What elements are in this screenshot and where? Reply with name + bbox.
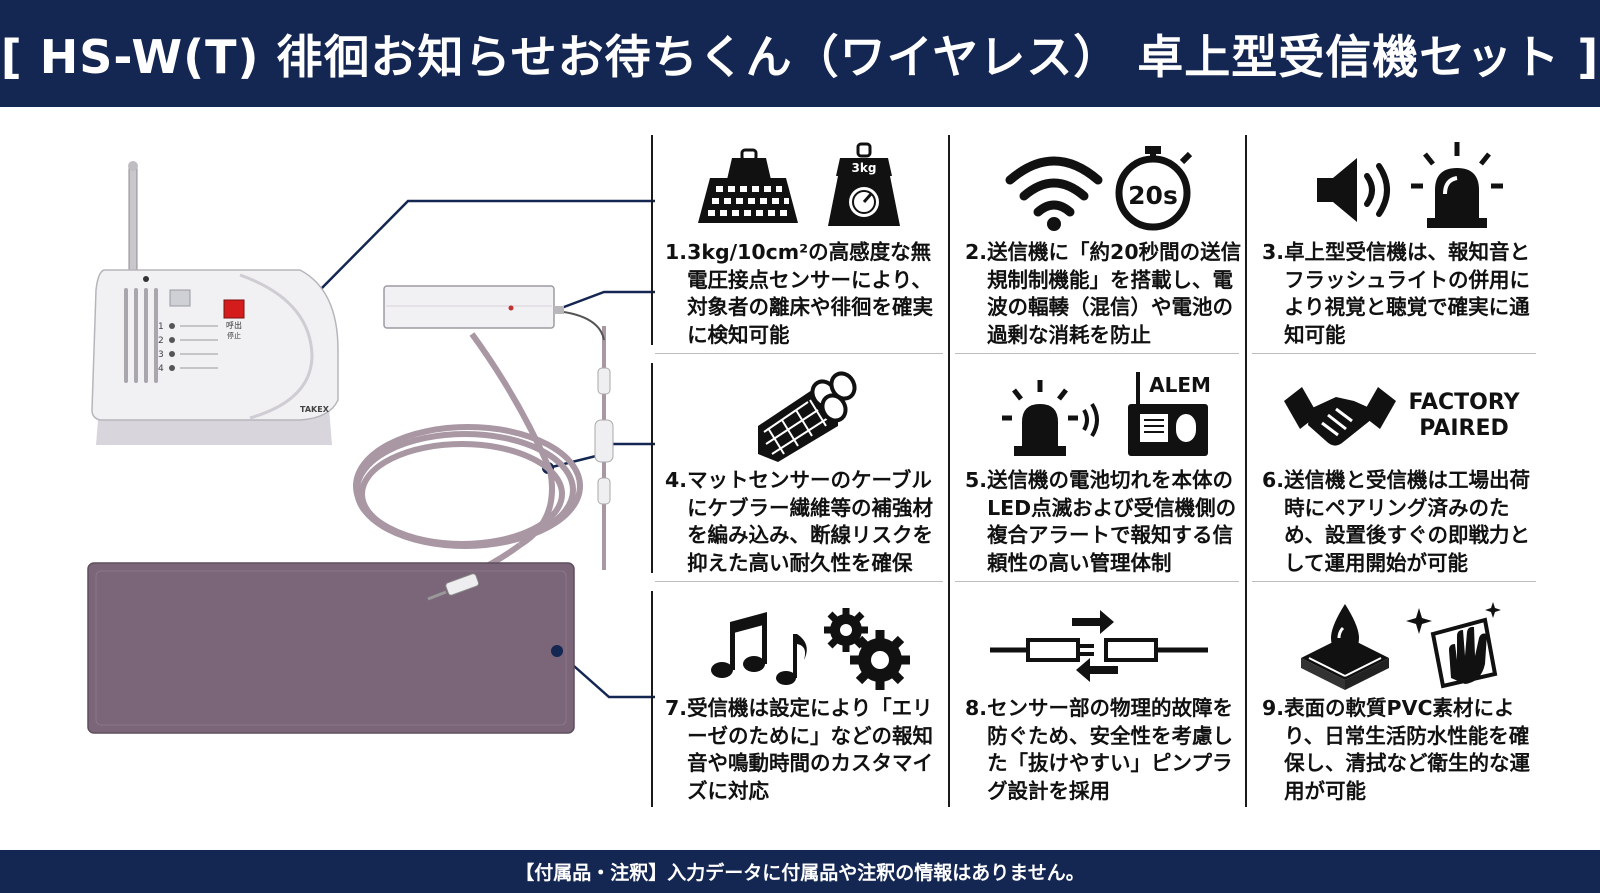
footer-banner: 【付属品・注釈】入力データに付属品や注釈の情報はありません。 <box>0 850 1600 893</box>
feature-number: 6. <box>1262 468 1285 492</box>
feature-text: 受信機は設定により「エリーゼのために」などの報知音や鳴動時間のカスタマイズに対応 <box>687 696 934 803</box>
waterproof-layer-icon <box>1301 603 1389 690</box>
feature-text: センサー部の物理的故障を防ぐため、安全性を考慮した「抜けやすい」ピンプラグ設計を… <box>987 696 1234 803</box>
scale-icon: 3kg <box>828 142 900 226</box>
feature-number: 1. <box>665 240 688 264</box>
connector-cord <box>563 311 614 570</box>
svg-text:4: 4 <box>158 364 164 374</box>
music-notes-icon <box>711 611 807 685</box>
feature-number: 2. <box>965 240 988 264</box>
feature-text: 送信機の電池切れを本体のLED点滅および受信機側の複合アラートで報知する信頼性の… <box>987 468 1237 575</box>
desktop-receiver: 呼出 停止 1 2 3 4 TAKEX <box>91 161 339 445</box>
feature-number: 9. <box>1262 696 1285 720</box>
svg-text:呼出: 呼出 <box>226 320 242 330</box>
handshake-icon <box>1284 386 1397 446</box>
svg-text:TAKEX: TAKEX <box>300 405 330 414</box>
feature-number: 4. <box>665 468 688 492</box>
plug-disconnect-icon <box>990 609 1208 682</box>
siren-light-icon <box>1411 141 1503 228</box>
divider <box>955 581 1239 582</box>
feature-7: 7. 受信機は設定により「エリーゼのために」などの報知音や鳴動時間のカスタマイズ… <box>653 591 953 821</box>
feature-text: 卓上型受信機は、報知音とフラッシュライトの併用により視覚と聴覚で確実に通知可能 <box>1284 240 1531 347</box>
divider <box>948 135 950 807</box>
weight-on-mat-icon <box>698 148 798 223</box>
feature-1: 3kg 1. 3kg/10cm²の高感度な無電圧接点センサーにより、対象者の離床… <box>653 135 953 365</box>
svg-text:3: 3 <box>158 350 164 360</box>
divider <box>655 581 943 582</box>
stopwatch-icon: 20s <box>1115 145 1193 230</box>
feature-grid: 3kg 1. 3kg/10cm²の高感度な無電圧接点センサーにより、対象者の離床… <box>651 135 1575 825</box>
mat-sensor <box>87 562 575 734</box>
feature-number: 3. <box>1262 240 1285 264</box>
scale-label: 3kg <box>852 161 877 175</box>
feature-text: マットセンサーのケーブルにケブラー繊維等の補強材を編み込み、断線リスクを抑えた高… <box>687 468 934 575</box>
receiver-unit-icon: ALEM <box>1128 371 1211 456</box>
feature-text: 送信機と受信機は工場出荷時にペアリング済みのため、設置後すぐの即戦力として運用開… <box>1284 468 1531 575</box>
feature-4: 4. マットセンサーのケーブルにケブラー繊維等の補強材を編み込み、断線リスクを抑… <box>653 363 953 593</box>
divider <box>655 353 943 354</box>
feature-8: 8. センサー部の物理的故障を防ぐため、安全性を考慮した「抜けやすい」ピンプラグ… <box>953 591 1253 821</box>
braided-cable-icon <box>758 370 857 462</box>
speaker-icon <box>1317 157 1390 222</box>
divider <box>1252 581 1536 582</box>
divider <box>651 591 653 807</box>
title-banner: [ HS-W(T) 徘徊お知らせお待ちくん（ワイヤレス） 卓上型受信機セット ] <box>0 0 1600 107</box>
feature-text: 送信機に「約20秒間の送信規制制機能」を搭載し、電波の輻輳（混信）や電池の過剰な… <box>987 240 1242 347</box>
feature-number: 5. <box>965 468 988 492</box>
paired-label: PAIRED <box>1419 415 1509 441</box>
svg-text:1: 1 <box>158 322 164 332</box>
feature-9: 9. 表面の軟質PVC素材により、日常生活防水性能を確保し、清拭など衛生的な運用… <box>1250 591 1550 821</box>
feature-number: 7. <box>665 696 688 720</box>
divider <box>651 135 653 345</box>
receiver-label: ALEM <box>1149 373 1211 397</box>
alarm-light-icon <box>1002 379 1099 456</box>
feature-2: 20s 2. 送信機に「約20秒間の送信規制制機能」を搭載し、電波の輻輳（混信）… <box>953 135 1253 365</box>
feature-3: 3. 卓上型受信機は、報知音とフラッシュライトの併用により視覚と聴覚で確実に通知… <box>1250 135 1550 365</box>
footer-note: 【付属品・注釈】入力データに付属品や注釈の情報はありません。 <box>515 862 1085 884</box>
transmitter-box <box>383 285 564 329</box>
sensor-cable <box>353 332 583 595</box>
feature-text: 表面の軟質PVC素材により、日常生活防水性能を確保し、清拭など衛生的な運用が可能 <box>1284 696 1531 803</box>
product-photo: 呼出 停止 1 2 3 4 TAKEX <box>87 161 655 734</box>
divider <box>955 353 1239 354</box>
feature-6: FACTORY PAIRED 6. 送信機と受信機は工場出荷時にペアリング済みの… <box>1250 363 1550 593</box>
gears-icon <box>824 607 910 690</box>
pin-plug <box>427 573 480 601</box>
svg-text:停止: 停止 <box>227 331 241 340</box>
factory-label: FACTORY <box>1408 389 1520 415</box>
wifi-icon <box>1005 156 1103 216</box>
divider <box>1252 353 1536 354</box>
stopwatch-label: 20s <box>1128 181 1178 210</box>
wiping-hand-icon <box>1406 601 1501 688</box>
page-title: [ HS-W(T) 徘徊お知らせお待ちくん（ワイヤレス） 卓上型受信機セット ] <box>0 29 1600 84</box>
product-illustration: 呼出 停止 1 2 3 4 TAKEX <box>0 107 660 850</box>
feature-5: ALEM 5. 送信機の電池切れを本体のLED点滅および受信機側の複合アラートで… <box>953 363 1253 593</box>
feature-text: 3kg/10cm²の高感度な無電圧接点センサーにより、対象者の離床や徘徊を確実に… <box>687 240 934 347</box>
divider <box>1245 135 1247 807</box>
divider <box>651 363 653 573</box>
feature-number: 8. <box>965 696 988 720</box>
svg-text:2: 2 <box>158 336 164 346</box>
